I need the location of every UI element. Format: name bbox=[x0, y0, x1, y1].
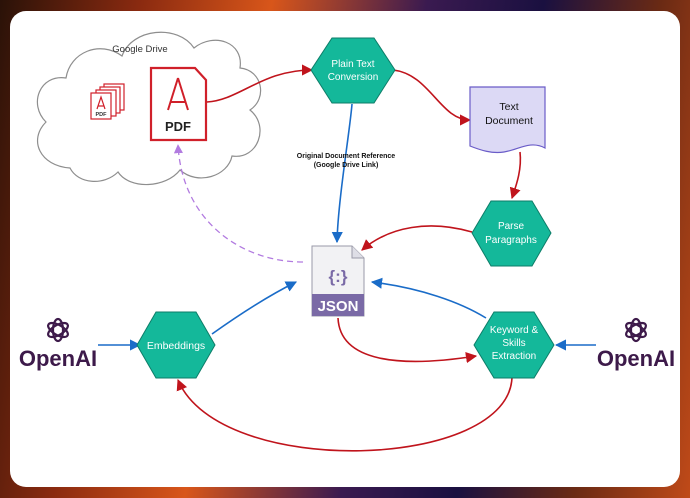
edge-textdoc-to-parse bbox=[509, 151, 522, 200]
node-parse-paragraphs[interactable] bbox=[471, 200, 552, 267]
node-embeddings[interactable] bbox=[136, 311, 216, 379]
keyword-line1: Keyword & bbox=[490, 325, 539, 336]
edge-plaintext-to-textdoc bbox=[392, 69, 472, 126]
text-doc-line2: Document bbox=[485, 115, 533, 127]
parse-line1: Parse bbox=[498, 221, 525, 232]
edge-label-line1: Original Document Reference bbox=[297, 153, 396, 160]
json-file-icon[interactable] bbox=[311, 245, 365, 317]
plain-text-line2: Conversion bbox=[328, 72, 379, 83]
parse-line2: Paragraphs bbox=[485, 235, 537, 246]
json-glyph: {:} bbox=[329, 267, 348, 286]
openai-logo-icon bbox=[625, 317, 647, 343]
edge-json-to-keyword bbox=[337, 317, 478, 364]
keyword-line2: Skills bbox=[502, 338, 525, 349]
edge-label-line2: (Google Drive Link) bbox=[314, 162, 379, 169]
text-doc-line1: Text bbox=[499, 101, 518, 113]
cloud-icon bbox=[36, 31, 262, 186]
edge-pdf-to-plaintext bbox=[206, 64, 314, 103]
edge-json-to-pdf bbox=[173, 144, 304, 263]
edge-keyword-to-json bbox=[370, 277, 487, 319]
keyword-line3: Extraction bbox=[492, 351, 536, 362]
pdf-label: PDF bbox=[165, 119, 191, 134]
edge-embeddings-to-json bbox=[211, 281, 298, 335]
openai-left-wordmark: OpenAI bbox=[19, 346, 97, 371]
edge-plaintext-to-json bbox=[331, 103, 353, 244]
json-label: JSON bbox=[318, 298, 359, 315]
pdf-stack-label: PDF bbox=[96, 112, 108, 118]
plain-text-line1: Plain Text bbox=[331, 59, 374, 70]
cloud-title: Google Drive bbox=[112, 44, 167, 55]
node-plain-text-conversion[interactable] bbox=[310, 37, 396, 104]
node-keyword-extraction[interactable] bbox=[473, 311, 555, 379]
embeddings-label: Embeddings bbox=[147, 340, 205, 352]
node-text-document[interactable] bbox=[469, 86, 546, 154]
edge-keyword-to-embeddings bbox=[176, 375, 513, 452]
pdf-stack-icon bbox=[90, 83, 125, 120]
edge-parse-to-json bbox=[361, 225, 473, 251]
openai-right-wordmark: OpenAI bbox=[597, 346, 675, 371]
pdf-icon bbox=[149, 66, 208, 142]
openai-logo-icon bbox=[47, 317, 69, 343]
